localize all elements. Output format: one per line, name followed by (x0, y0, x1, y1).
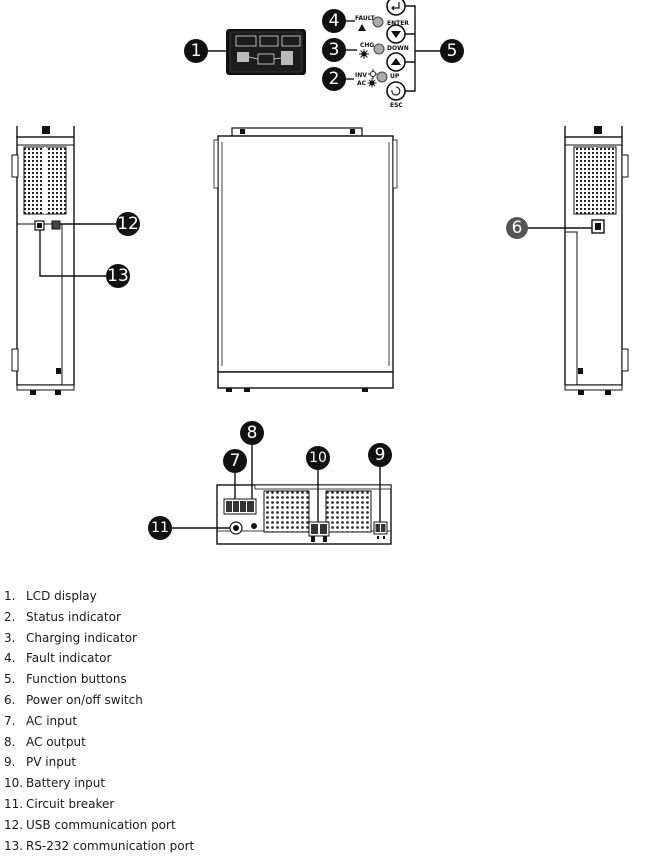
legend-item: 13.RS-232 communication port (4, 838, 195, 853)
down-arrow-icon (391, 31, 401, 38)
rs232-port (34, 220, 45, 231)
inverter-diagram: 1 FAULT CHG INV AC ENTER D (11, 0, 629, 545)
svg-text:8: 8 (247, 423, 258, 443)
callout-5: 5 (440, 39, 464, 63)
callout-1: 1 (184, 39, 208, 63)
callout-4: 4 (322, 9, 346, 33)
fault-indicator: FAULT (355, 15, 384, 31)
svg-text:11: 11 (151, 520, 169, 536)
legend-item: 12.USB communication port (4, 817, 176, 832)
ac-terminals (223, 498, 257, 515)
charging-indicator: CHG (359, 42, 385, 59)
charge-icon (359, 49, 369, 59)
svg-text:ESC: ESC (390, 102, 403, 109)
callout-9: 9 (368, 443, 392, 467)
svg-text:2: 2 (329, 69, 340, 89)
up-arrow-icon (391, 58, 401, 65)
legend-item: 5.Function buttons (4, 672, 127, 687)
svg-text:FAULT: FAULT (355, 15, 376, 22)
legend-item: 1.LCD display (4, 589, 97, 603)
right-side-view (564, 126, 629, 395)
callout-3: 3 (322, 38, 346, 62)
status-indicator: INV AC (355, 69, 388, 88)
usb-port (51, 220, 61, 230)
legend-item: 6.Power on/off switch (4, 692, 143, 707)
callout-2: 2 (322, 67, 346, 91)
callout-8: 8 (240, 421, 264, 445)
callout-6: 6 (506, 217, 528, 239)
down-button[interactable]: DOWN (386, 24, 409, 52)
legend-item: 8.AC output (4, 734, 86, 749)
legend-list: 1.LCD display 2.Status indicator 3.Charg… (4, 586, 194, 856)
legend-item: 10.Battery input (4, 776, 106, 791)
fan-right (325, 490, 372, 533)
up-button[interactable]: UP (386, 52, 406, 80)
svg-text:1: 1 (191, 41, 202, 61)
svg-text:12: 12 (117, 214, 139, 234)
svg-text:DOWN: DOWN (387, 45, 409, 52)
battery-terminals (308, 521, 330, 542)
svg-text:3: 3 (329, 40, 340, 60)
callout-7: 7 (223, 449, 247, 473)
svg-text:INV: INV (355, 72, 367, 79)
legend-item: 7.AC input (4, 713, 78, 728)
svg-text:4: 4 (329, 11, 340, 31)
svg-text:13: 13 (107, 266, 129, 286)
callout-12: 12 (116, 212, 140, 236)
svg-text:9: 9 (375, 445, 386, 465)
callout-10: 10 (306, 446, 330, 470)
ac-icon (367, 78, 377, 88)
sun-icon (368, 69, 378, 79)
pv-terminals (373, 521, 388, 539)
power-switch (591, 219, 605, 234)
circuit-breaker (229, 521, 243, 535)
legend-item: 9.PV input (4, 755, 77, 770)
bottom-view (216, 484, 392, 545)
svg-text:7: 7 (230, 451, 241, 471)
legend-item: 3.Charging indicator (4, 630, 137, 645)
front-view (213, 127, 398, 392)
svg-text:5: 5 (447, 41, 458, 61)
left-side-view (11, 126, 75, 395)
svg-text:10: 10 (309, 450, 327, 466)
enter-button[interactable]: ENTER (386, 0, 409, 27)
fan-left (263, 490, 310, 533)
callout-11: 11 (148, 516, 172, 540)
callout-13: 13 (106, 264, 130, 288)
svg-text:UP: UP (390, 73, 400, 80)
legend-item: 11.Circuit breaker (4, 796, 115, 811)
svg-text:CHG: CHG (360, 42, 374, 49)
enter-icon (391, 2, 400, 11)
svg-text:ENTER: ENTER (387, 20, 409, 27)
rotate-icon (391, 86, 401, 96)
lcd-display (226, 29, 306, 75)
esc-button[interactable]: ESC (386, 81, 406, 109)
legend-item: 4.Fault indicator (4, 651, 112, 666)
svg-text:AC: AC (357, 80, 367, 87)
svg-text:6: 6 (512, 218, 523, 238)
legend-item: 2.Status indicator (4, 609, 121, 624)
warning-icon (358, 24, 366, 31)
